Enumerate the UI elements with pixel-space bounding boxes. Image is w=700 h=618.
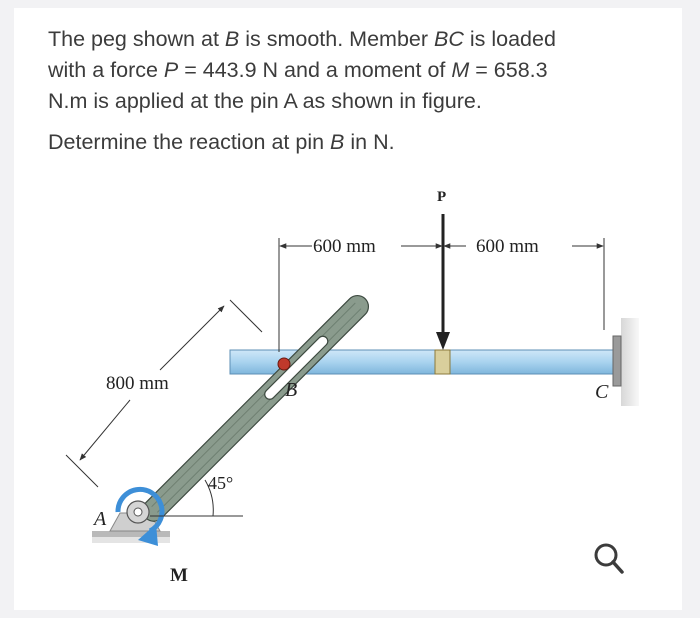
- pin-A: [126, 500, 150, 524]
- angle-label: 45°: [208, 473, 233, 493]
- dimension-left-label: 600 mm: [313, 236, 376, 257]
- label-P: P: [437, 189, 446, 205]
- inclined-member: [142, 294, 370, 522]
- magnifier-icon[interactable]: [588, 538, 628, 578]
- label-B: B: [285, 379, 297, 401]
- question-text: The peg shown at B is smooth. Member BC …: [48, 24, 658, 158]
- label-A: A: [92, 508, 107, 530]
- problem-prompt: Determine the reaction at pin B in N.: [48, 130, 395, 154]
- moment-arrow-M: [115, 486, 165, 546]
- label-M: M: [170, 565, 188, 586]
- dimension-800-label: 800 mm: [106, 373, 169, 394]
- load-collar: [434, 349, 451, 375]
- wall-C: [612, 318, 639, 406]
- dimension-lines: [65, 238, 605, 517]
- label-C: C: [595, 381, 609, 403]
- problem-statement: The peg shown at B is smooth. Member BC …: [48, 27, 556, 113]
- dimension-right-label: 600 mm: [476, 236, 539, 257]
- question-card: The peg shown at B is smooth. Member BC …: [14, 8, 682, 610]
- peg-B: [277, 357, 291, 371]
- force-P-arrow: [436, 214, 450, 350]
